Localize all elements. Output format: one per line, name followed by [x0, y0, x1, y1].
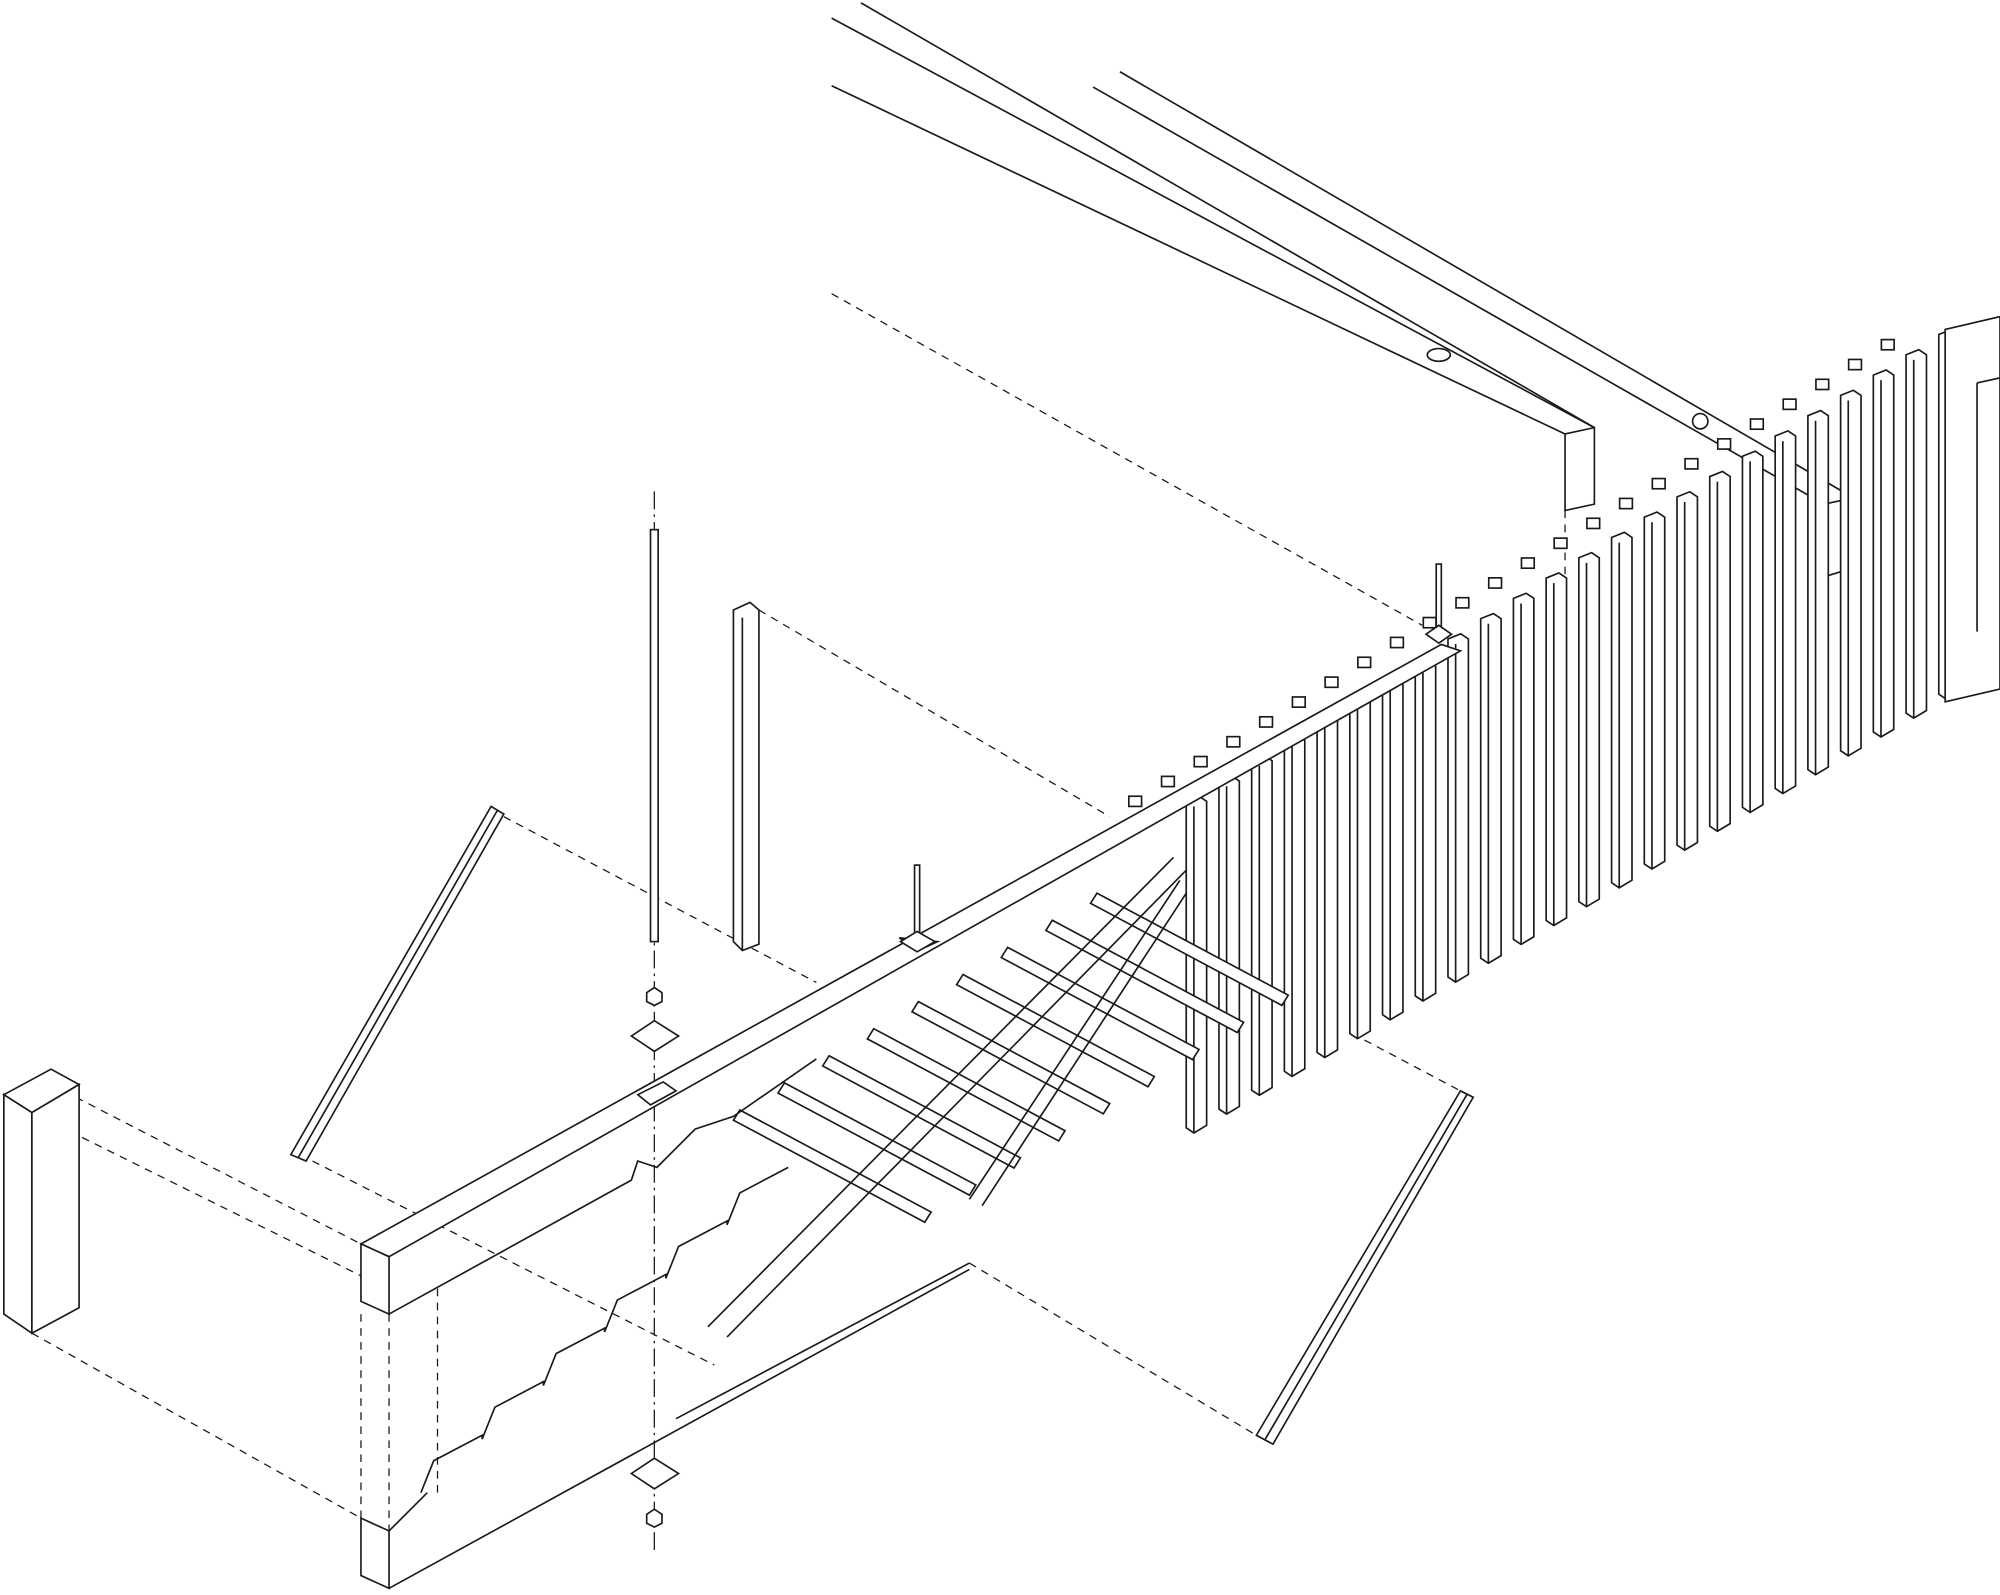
slat-cap: [1487, 577, 1503, 589]
slat-cap: [1782, 398, 1797, 411]
bottom-plate-and-nut: [629, 1457, 681, 1529]
upper-beam: [831, 2, 1596, 512]
slat: [1676, 490, 1699, 852]
slat: [1905, 348, 1928, 720]
slat-cap: [1455, 596, 1470, 609]
slat: [1283, 734, 1306, 1078]
slat-cap: [1749, 418, 1765, 431]
stair-tread: [1000, 946, 1201, 1061]
slat: [1872, 369, 1895, 738]
slat-cap: [1684, 457, 1699, 470]
slat-cap: [1357, 656, 1372, 669]
slat: [1643, 511, 1666, 870]
stair-tread: [1089, 892, 1290, 1007]
slat: [1447, 632, 1470, 984]
stair-tread: [866, 1027, 1067, 1143]
stair-tread: [910, 1000, 1111, 1115]
vertical-slat-wall: [1127, 328, 1961, 1134]
slat: [1218, 774, 1241, 1116]
slat-cap: [1716, 438, 1732, 450]
stair-tread: [955, 973, 1156, 1088]
slat-cap: [1160, 775, 1176, 788]
stair-stringer-edge: [981, 892, 1187, 1207]
diagonal-handrail-left: [289, 805, 505, 1163]
slat-cap: [1291, 696, 1307, 708]
stair-tread: [1044, 919, 1245, 1034]
slat-cap: [1847, 358, 1863, 371]
slat: [1185, 795, 1208, 1134]
slat: [1708, 470, 1731, 833]
lower-stringer: [360, 1166, 970, 1590]
slat-cap: [1127, 795, 1143, 808]
slat: [1839, 389, 1862, 757]
slat-cap: [1651, 477, 1666, 490]
slat: [1479, 612, 1502, 965]
upright-post: [732, 601, 760, 952]
slat-cap: [1520, 557, 1536, 570]
slat-cap: [1618, 497, 1634, 510]
slat: [1512, 592, 1535, 946]
slat-cap: [1815, 378, 1830, 391]
slat: [1348, 693, 1372, 1040]
second-beam: [1092, 71, 1855, 578]
slat: [1774, 429, 1797, 795]
slat: [1578, 551, 1601, 908]
slat: [1610, 531, 1633, 889]
threaded-rod: [629, 528, 681, 1053]
slat: [1807, 409, 1830, 776]
slat-cap: [1226, 735, 1241, 748]
slat: [1381, 673, 1404, 1021]
slat-cap: [1389, 636, 1405, 649]
slat-cap: [1880, 338, 1895, 351]
dashed-assembly-guides: [31, 293, 1566, 1531]
slat-cap: [1553, 537, 1568, 550]
slat-cap: [1324, 676, 1339, 689]
slat-cap: [1258, 715, 1274, 728]
slat: [1414, 653, 1437, 1002]
stair-treads: [707, 856, 1290, 1338]
stair-tread: [732, 1108, 933, 1224]
slat: [1250, 754, 1273, 1097]
slat-cap: [1422, 616, 1437, 629]
stair-tread: [776, 1081, 977, 1197]
wall-end-frame: [1944, 315, 2000, 703]
stair-stringer-edge: [726, 869, 1187, 1338]
left-post: [2, 1068, 81, 1335]
slat: [1316, 714, 1339, 1059]
stair-stringer-edge: [707, 856, 1175, 1328]
anchor-bolts: [898, 563, 1453, 953]
slat: [1741, 450, 1764, 814]
diagonal-handrail-right: [1255, 1089, 1475, 1446]
slat: [1545, 572, 1568, 927]
slat-cap: [1193, 755, 1208, 768]
stair-stringer-edge: [968, 879, 1181, 1200]
slat-cap: [1586, 517, 1601, 530]
